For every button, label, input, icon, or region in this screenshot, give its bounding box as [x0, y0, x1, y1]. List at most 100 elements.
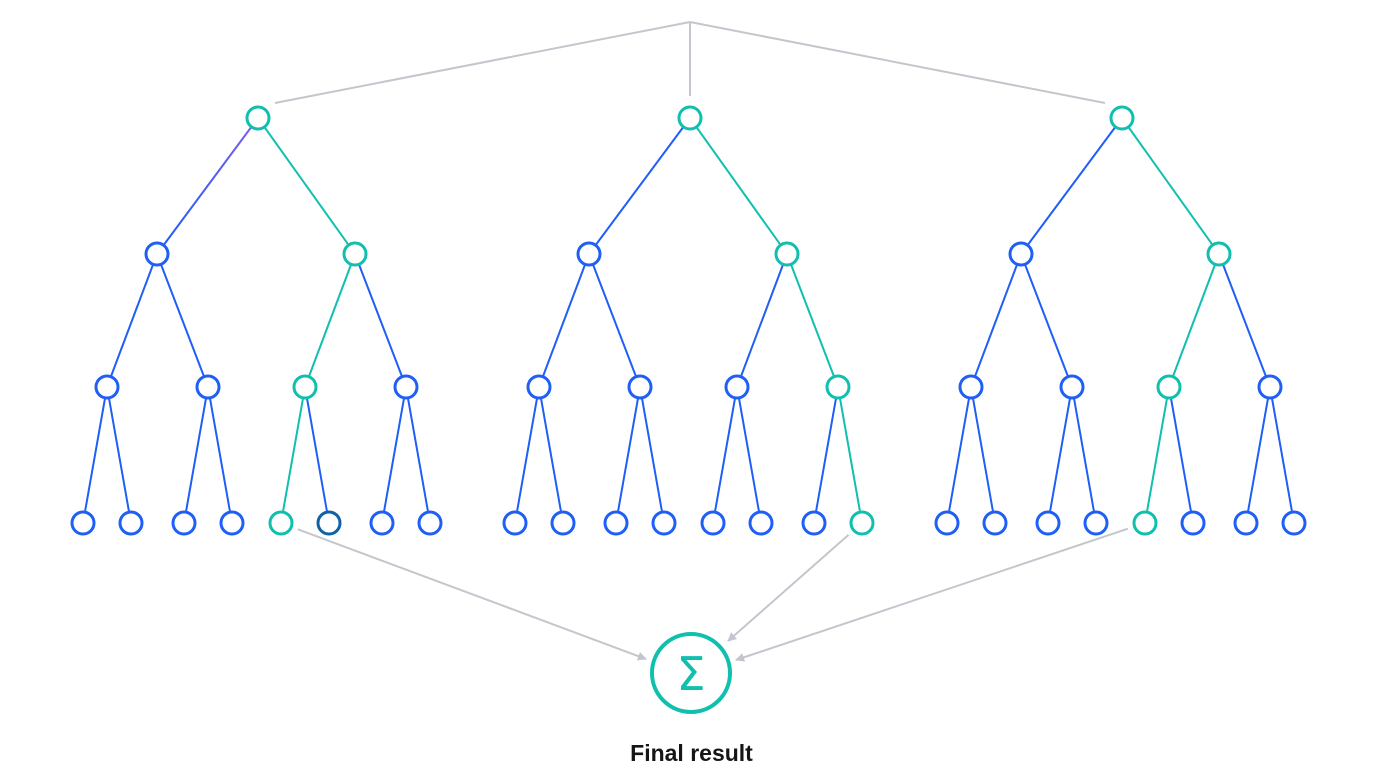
decision-node — [576, 241, 602, 267]
decision-node — [627, 374, 653, 400]
tree-edge — [542, 264, 586, 377]
leaf-node — [1180, 510, 1206, 536]
leaf-node — [603, 510, 629, 536]
tree-edge — [1271, 398, 1293, 512]
tree-edge — [738, 398, 760, 512]
tree-edge — [948, 398, 970, 512]
result-arrow — [735, 527, 1129, 662]
decision-node — [1059, 374, 1085, 400]
decision-node — [195, 374, 221, 400]
leaf-node — [1083, 510, 1109, 536]
tree-edge — [974, 264, 1018, 377]
tree-edge — [282, 398, 304, 512]
tree-edge — [306, 398, 328, 512]
tree-edge — [815, 398, 837, 512]
tree-edge — [1247, 398, 1269, 512]
leaf-node — [316, 510, 342, 536]
leaf-node — [748, 510, 774, 536]
decision-node — [94, 374, 120, 400]
tree-edge — [740, 264, 784, 377]
root-node — [677, 105, 703, 131]
leaf-node — [1233, 510, 1259, 536]
decision-node — [393, 374, 419, 400]
leaf-node — [651, 510, 677, 536]
tree-edge — [540, 398, 562, 512]
tree-edge — [790, 264, 835, 377]
sigma-icon: Σ — [676, 647, 705, 701]
leaf-node — [550, 510, 576, 536]
tree-edge — [264, 127, 349, 245]
leaf-node — [1281, 510, 1307, 536]
top-connector — [689, 21, 1106, 104]
decision-node — [825, 374, 851, 400]
decision-node — [526, 374, 552, 400]
leaf-node — [369, 510, 395, 536]
tree-edge — [1172, 264, 1216, 377]
leaf-node — [700, 510, 726, 536]
tree-edge — [516, 398, 538, 512]
tree-3 — [934, 105, 1307, 536]
tree-edge — [407, 398, 429, 512]
tree-edge — [163, 127, 252, 245]
leaf-node — [268, 510, 294, 536]
decision-node — [1257, 374, 1283, 400]
aggregator: Σ — [650, 632, 732, 714]
tree-edge — [1128, 127, 1213, 245]
tree-edge — [160, 264, 205, 377]
connectors — [274, 21, 1129, 662]
decision-node — [774, 241, 800, 267]
leaf-node — [502, 510, 528, 536]
aggregator-circle — [650, 632, 732, 714]
leaf-node — [171, 510, 197, 536]
result-arrow — [297, 528, 647, 661]
leaf-node — [982, 510, 1008, 536]
tree-edge — [108, 398, 130, 512]
tree-edge — [595, 127, 684, 245]
tree-edge — [1222, 264, 1267, 377]
decision-node — [292, 374, 318, 400]
tree-2 — [502, 105, 875, 536]
tree-edge — [617, 398, 639, 512]
tree-edge — [1049, 398, 1071, 512]
top-connector — [274, 21, 691, 104]
decision-node — [724, 374, 750, 400]
tree-edge — [209, 398, 231, 512]
tree-1 — [70, 105, 443, 536]
tree-edge — [383, 398, 405, 512]
result-arrow — [727, 534, 850, 642]
root-node — [1109, 105, 1135, 131]
leaf-node — [934, 510, 960, 536]
final-result-label: Final result — [630, 740, 753, 766]
decision-node — [958, 374, 984, 400]
tree-edge — [839, 398, 861, 512]
decision-node — [1156, 374, 1182, 400]
tree-edge — [1073, 398, 1095, 512]
tree-edge — [696, 127, 781, 245]
tree-edge — [1146, 398, 1168, 512]
leaf-node — [417, 510, 443, 536]
tree-edge — [1170, 398, 1192, 512]
tree-edge — [641, 398, 663, 512]
leaf-node — [118, 510, 144, 536]
tree-edge — [592, 264, 637, 377]
tree-edge — [110, 264, 154, 377]
tree-edge — [185, 398, 207, 512]
tree-edge — [714, 398, 736, 512]
decision-node — [1206, 241, 1232, 267]
leaf-node — [801, 510, 827, 536]
decision-node — [144, 241, 170, 267]
decision-node — [1008, 241, 1034, 267]
trees — [70, 105, 1307, 536]
tree-edge — [1027, 127, 1116, 245]
root-node — [245, 105, 271, 131]
tree-edge — [972, 398, 994, 512]
decision-node — [342, 241, 368, 267]
tree-edge — [1024, 264, 1069, 377]
leaf-node — [70, 510, 96, 536]
leaf-node — [1035, 510, 1061, 536]
tree-edge — [308, 264, 352, 377]
leaf-node — [849, 510, 875, 536]
tree-edge — [84, 398, 106, 512]
leaf-node — [219, 510, 245, 536]
